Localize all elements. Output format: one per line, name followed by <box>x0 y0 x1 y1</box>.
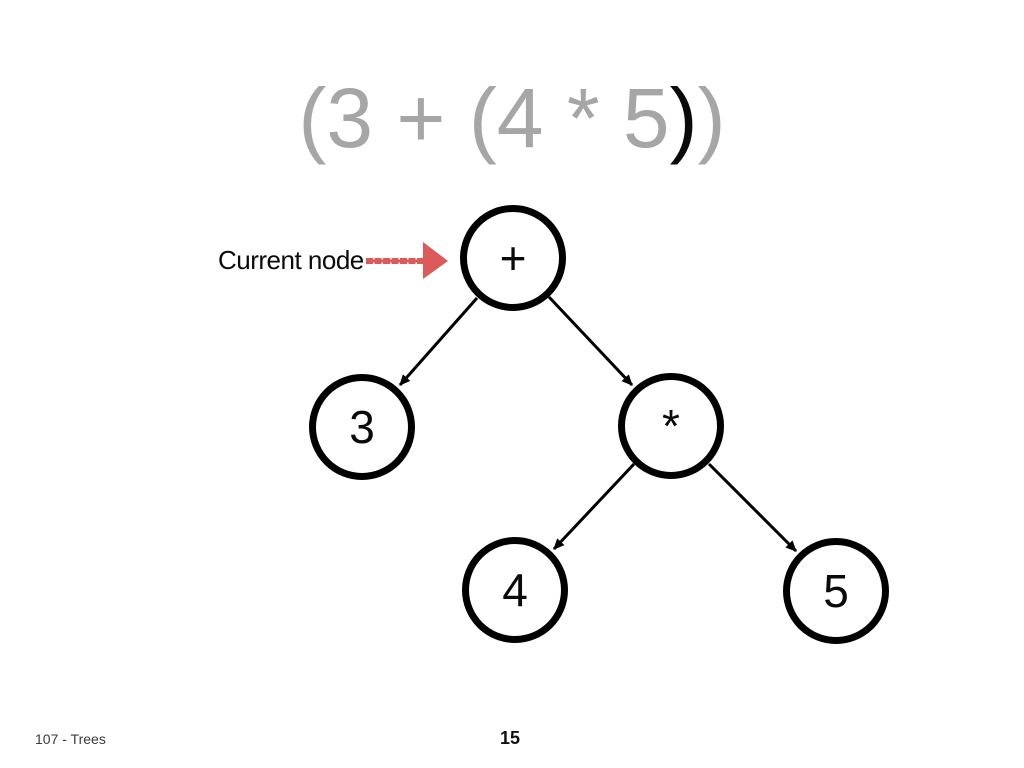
edge-star-to-five <box>707 462 798 553</box>
node-label-star: * <box>662 400 680 452</box>
slide-title: (3 + (4 * 5)) <box>0 76 1024 160</box>
node-label-five: 5 <box>823 565 849 617</box>
current-node-label: Current node <box>218 245 364 275</box>
tree-node-star: * <box>618 373 724 479</box>
node-label-three: 3 <box>349 401 375 453</box>
title-gray-part: (3 + (4 * 5 <box>298 71 670 165</box>
tree-node-plus: + <box>460 205 566 311</box>
edge-plus-to-star <box>547 295 634 387</box>
current-node-arrow-icon <box>366 242 448 279</box>
tree-node-four: 4 <box>462 537 568 643</box>
node-label-plus: + <box>499 232 527 284</box>
footer-course-label: 107 - Trees <box>35 731 106 747</box>
edge-star-to-four <box>552 462 636 551</box>
title-gray-close-paren: ) <box>697 71 726 165</box>
footer-page-number: 15 <box>499 728 521 748</box>
tree-node-five: 5 <box>783 538 889 644</box>
tree-node-three: 3 <box>309 374 415 480</box>
title-black-paren: ) <box>669 71 698 165</box>
node-label-four: 4 <box>502 564 528 616</box>
edge-plus-to-three <box>398 297 479 386</box>
